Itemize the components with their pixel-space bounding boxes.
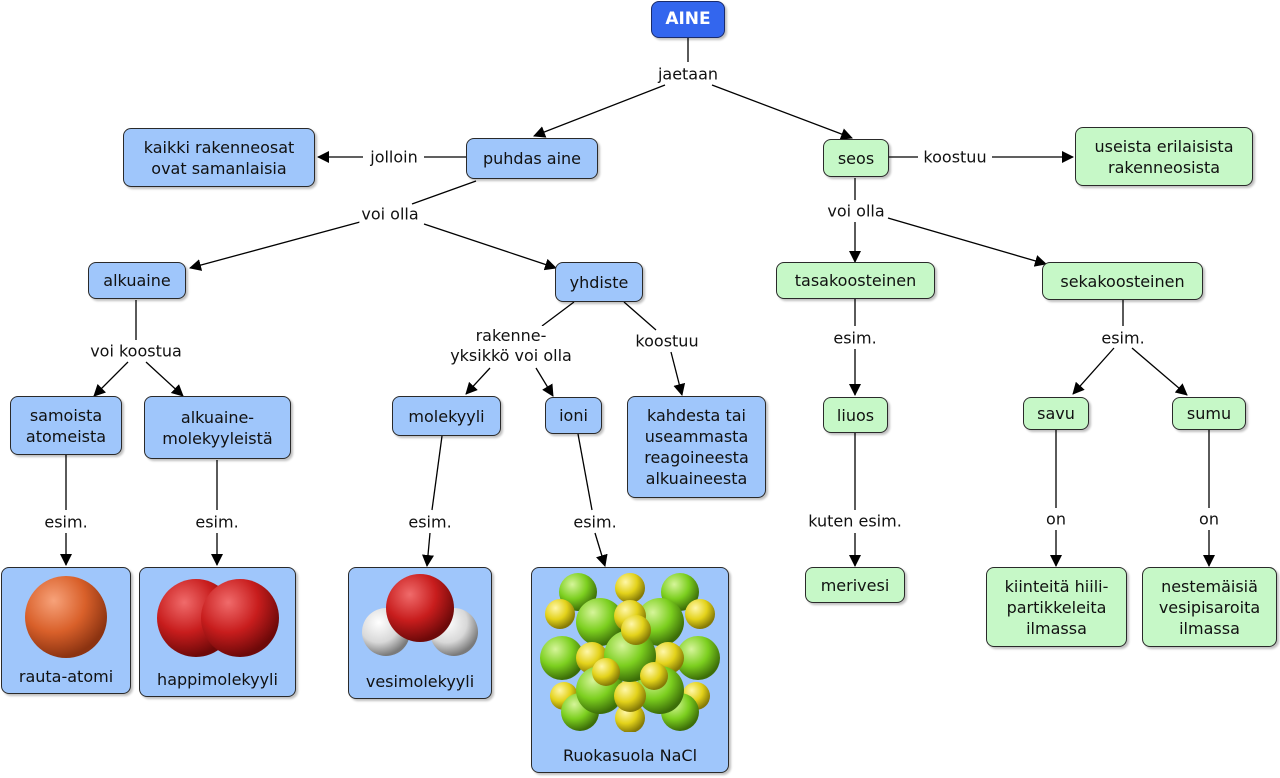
node-kahdesta[interactable]: kahdesta tai useammasta reagoineesta alk…	[627, 396, 766, 498]
node-sekakoosteinen-label: sekakoosteinen	[1060, 271, 1185, 291]
node-ruokasuola[interactable]: Ruokasuola NaCl	[531, 567, 729, 773]
node-hiilipartikkeleita-label: kiinteitä hiili- partikkeleita ilmassa	[1004, 576, 1109, 638]
node-alkuaine-label: alkuaine	[103, 271, 171, 290]
link-label-kuten-esim: kuten esim.	[806, 511, 904, 531]
link-label-rakenneyksikko: rakenne- yksikkö voi olla	[448, 326, 574, 366]
node-tasakoosteinen[interactable]: tasakoosteinen	[776, 262, 935, 299]
node-seos[interactable]: seos	[823, 139, 889, 177]
node-rauta-atomi-label: rauta-atomi	[18, 667, 114, 686]
node-liuos-label: liuos	[836, 405, 875, 425]
node-vesipisaroita-label: nestemäisiä vesipisaroita ilmassa	[1158, 576, 1261, 638]
salt-crystal-image	[540, 573, 720, 732]
node-molekyyli[interactable]: molekyyli	[392, 396, 501, 436]
node-sekakoosteinen[interactable]: sekakoosteinen	[1042, 262, 1203, 300]
node-alkuaine[interactable]: alkuaine	[88, 262, 186, 299]
node-savu[interactable]: savu	[1023, 397, 1089, 430]
node-ruokasuola-label: Ruokasuola NaCl	[562, 746, 698, 765]
node-molekyyli-label: molekyyli	[408, 406, 485, 426]
node-alkuainemolekyyleista-label: alkuaine- molekyyleistä	[162, 407, 273, 448]
link-label-voi-olla-puhdas: voi olla	[359, 204, 421, 224]
node-alkuainemolekyyleista[interactable]: alkuaine- molekyyleistä	[144, 396, 291, 459]
link-label-voi-koostua: voi koostua	[88, 341, 184, 361]
node-yhdiste-label: yhdiste	[569, 272, 629, 292]
node-samanlaisia-label: kaikki rakenneosat ovat samanlaisia	[143, 137, 295, 178]
node-kahdesta-label: kahdesta tai useammasta reagoineesta alk…	[644, 406, 749, 488]
link-label-on-sumu: on	[1197, 509, 1221, 529]
node-happimolekyyli-label: happimolekyyli	[157, 670, 278, 689]
node-vesimolekyyli[interactable]: vesimolekyyli	[348, 567, 492, 699]
node-sumu-label: sumu	[1186, 404, 1232, 423]
node-savu-label: savu	[1037, 404, 1075, 423]
link-label-koostuu-yhdiste: koostuu	[633, 331, 701, 351]
node-puhdas-aine[interactable]: puhdas aine	[466, 138, 598, 179]
node-merivesi-label: merivesi	[820, 575, 890, 595]
link-label-esim-molekyyli: esim.	[406, 512, 454, 532]
link-label-koostuu-seos: koostuu	[921, 147, 989, 167]
node-merivesi[interactable]: merivesi	[805, 567, 905, 603]
link-label-esim-samoista: esim.	[42, 512, 90, 532]
node-samoista-atomeista-label: samoista atomeista	[25, 405, 107, 446]
oxygen-molecule-image	[156, 579, 279, 657]
node-aine-label: AINE	[665, 9, 711, 29]
node-sumu[interactable]: sumu	[1172, 397, 1246, 430]
link-label-on-savu: on	[1044, 509, 1068, 529]
node-hiilipartikkeleita[interactable]: kiinteitä hiili- partikkeleita ilmassa	[986, 567, 1127, 647]
link-label-jolloin: jolloin	[368, 147, 420, 167]
node-seos-label: seos	[837, 148, 875, 168]
link-label-jaetaan: jaetaan	[655, 64, 721, 84]
node-happimolekyyli[interactable]: happimolekyyli	[139, 567, 296, 697]
node-erilaisista-label: useista erilaisista rakenneosista	[1094, 136, 1234, 177]
node-samoista-atomeista[interactable]: samoista atomeista	[10, 396, 122, 455]
node-samanlaisia[interactable]: kaikki rakenneosat ovat samanlaisia	[123, 128, 315, 187]
link-label-esim-alkuainemol: esim.	[193, 512, 241, 532]
node-yhdiste[interactable]: yhdiste	[555, 262, 643, 302]
link-label-esim-seka: esim.	[1099, 328, 1147, 348]
node-liuos[interactable]: liuos	[823, 397, 888, 433]
node-ioni[interactable]: ioni	[545, 397, 602, 434]
node-vesipisaroita[interactable]: nestemäisiä vesipisaroita ilmassa	[1142, 567, 1277, 647]
node-ioni-label: ioni	[559, 406, 588, 425]
node-rauta-atomi[interactable]: rauta-atomi	[1, 567, 131, 694]
water-molecule-image	[362, 574, 478, 656]
node-puhdas-aine-label: puhdas aine	[482, 149, 582, 168]
link-label-esim-tasa: esim.	[831, 328, 879, 348]
link-label-esim-ioni: esim.	[571, 512, 619, 532]
node-tasakoosteinen-label: tasakoosteinen	[794, 271, 917, 290]
iron-atom-image	[25, 576, 107, 658]
node-erilaisista[interactable]: useista erilaisista rakenneosista	[1075, 127, 1253, 186]
link-label-voi-olla-seos: voi olla	[825, 201, 887, 221]
node-aine[interactable]: AINE	[651, 1, 725, 38]
node-vesimolekyyli-label: vesimolekyyli	[365, 672, 475, 691]
